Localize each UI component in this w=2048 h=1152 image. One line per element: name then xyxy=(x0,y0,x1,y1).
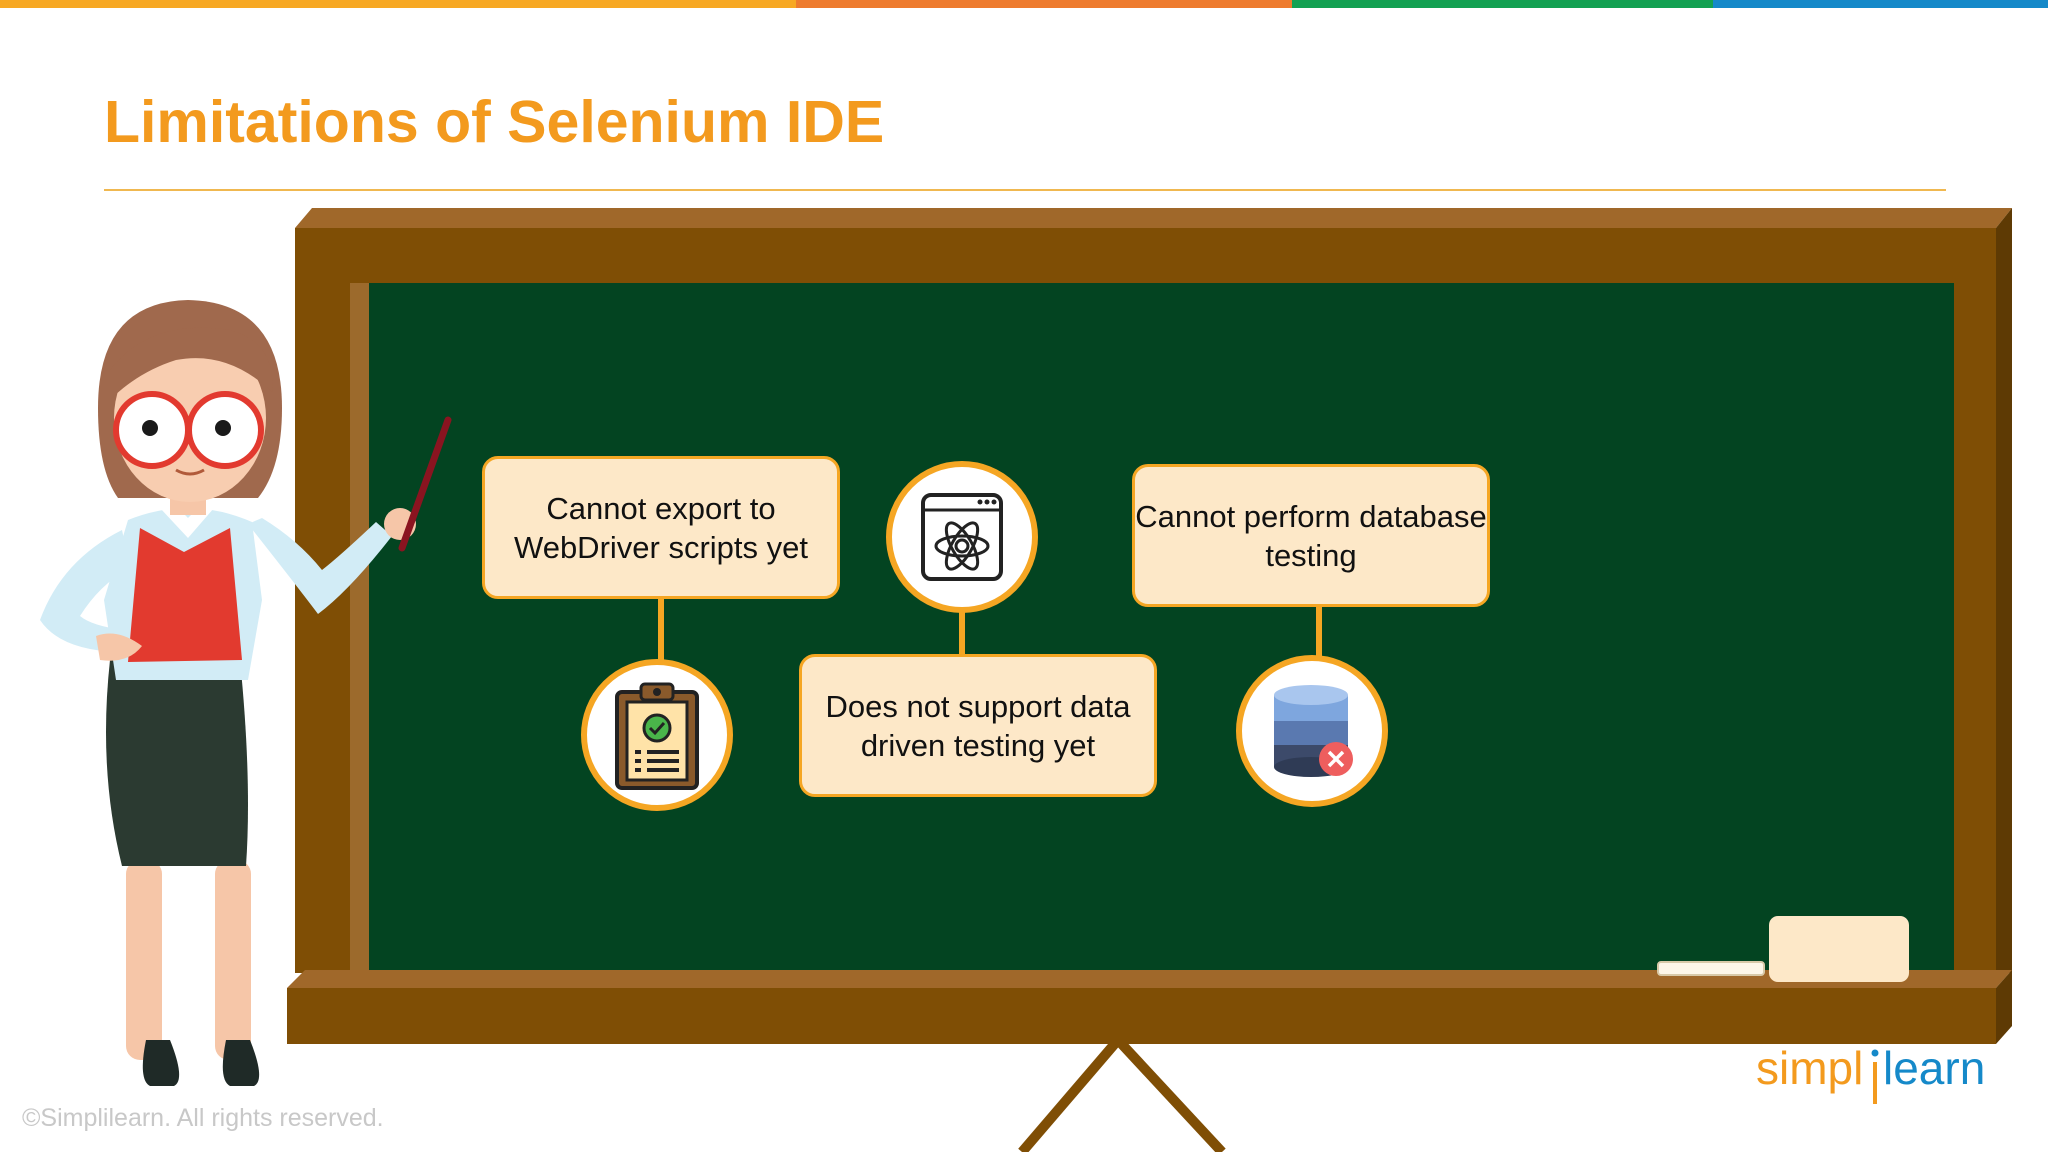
chalkboard-frame xyxy=(295,208,2012,973)
atom-browser-circle xyxy=(886,461,1038,613)
database-error-icon xyxy=(1274,685,1353,777)
connector-database xyxy=(1316,607,1322,657)
chalkboard-surface xyxy=(369,283,1954,973)
limitation-text-database: Cannot perform database testing xyxy=(1135,498,1487,573)
clipboard-check-circle xyxy=(581,659,733,811)
logo-text-learn: learn xyxy=(1883,1042,1985,1094)
eraser xyxy=(1769,916,1909,982)
chalk-ledge xyxy=(287,970,2012,1044)
database-error-circle xyxy=(1236,655,1388,807)
limitation-box-database: Cannot perform database testing xyxy=(1132,464,1490,607)
top-color-bar xyxy=(0,0,2048,8)
logo-text-simpl: simpl xyxy=(1756,1042,1863,1094)
chalk-stick xyxy=(1657,961,1765,976)
top-bar-segment-green xyxy=(1292,0,1713,8)
connector-export xyxy=(658,599,664,661)
copyright-text: ©Simplilearn. All rights reserved. xyxy=(22,1104,384,1132)
limitation-box-export: Cannot export to WebDriver scripts yet xyxy=(482,456,840,599)
top-bar-segment-red xyxy=(796,0,1292,8)
atom-browser-icon xyxy=(921,493,1003,581)
top-bar-segment-orange xyxy=(0,0,796,8)
top-bar-segment-blue xyxy=(1713,0,2048,8)
limitation-box-data-driven: Does not support data driven testing yet xyxy=(799,654,1157,797)
simplilearn-logo: simpl learn xyxy=(1756,1042,1985,1104)
easel-legs xyxy=(1018,1036,1226,1152)
connector-data-driven xyxy=(959,608,965,656)
title-divider xyxy=(104,189,1946,191)
limitation-text-data-driven: Does not support data driven testing yet xyxy=(825,688,1131,763)
clipboard-check-icon xyxy=(615,682,699,790)
teacher-illustration xyxy=(40,300,452,1086)
limitation-text-export: Cannot export to WebDriver scripts yet xyxy=(514,490,808,565)
slide-title: Limitations of Selenium IDE xyxy=(104,89,885,155)
